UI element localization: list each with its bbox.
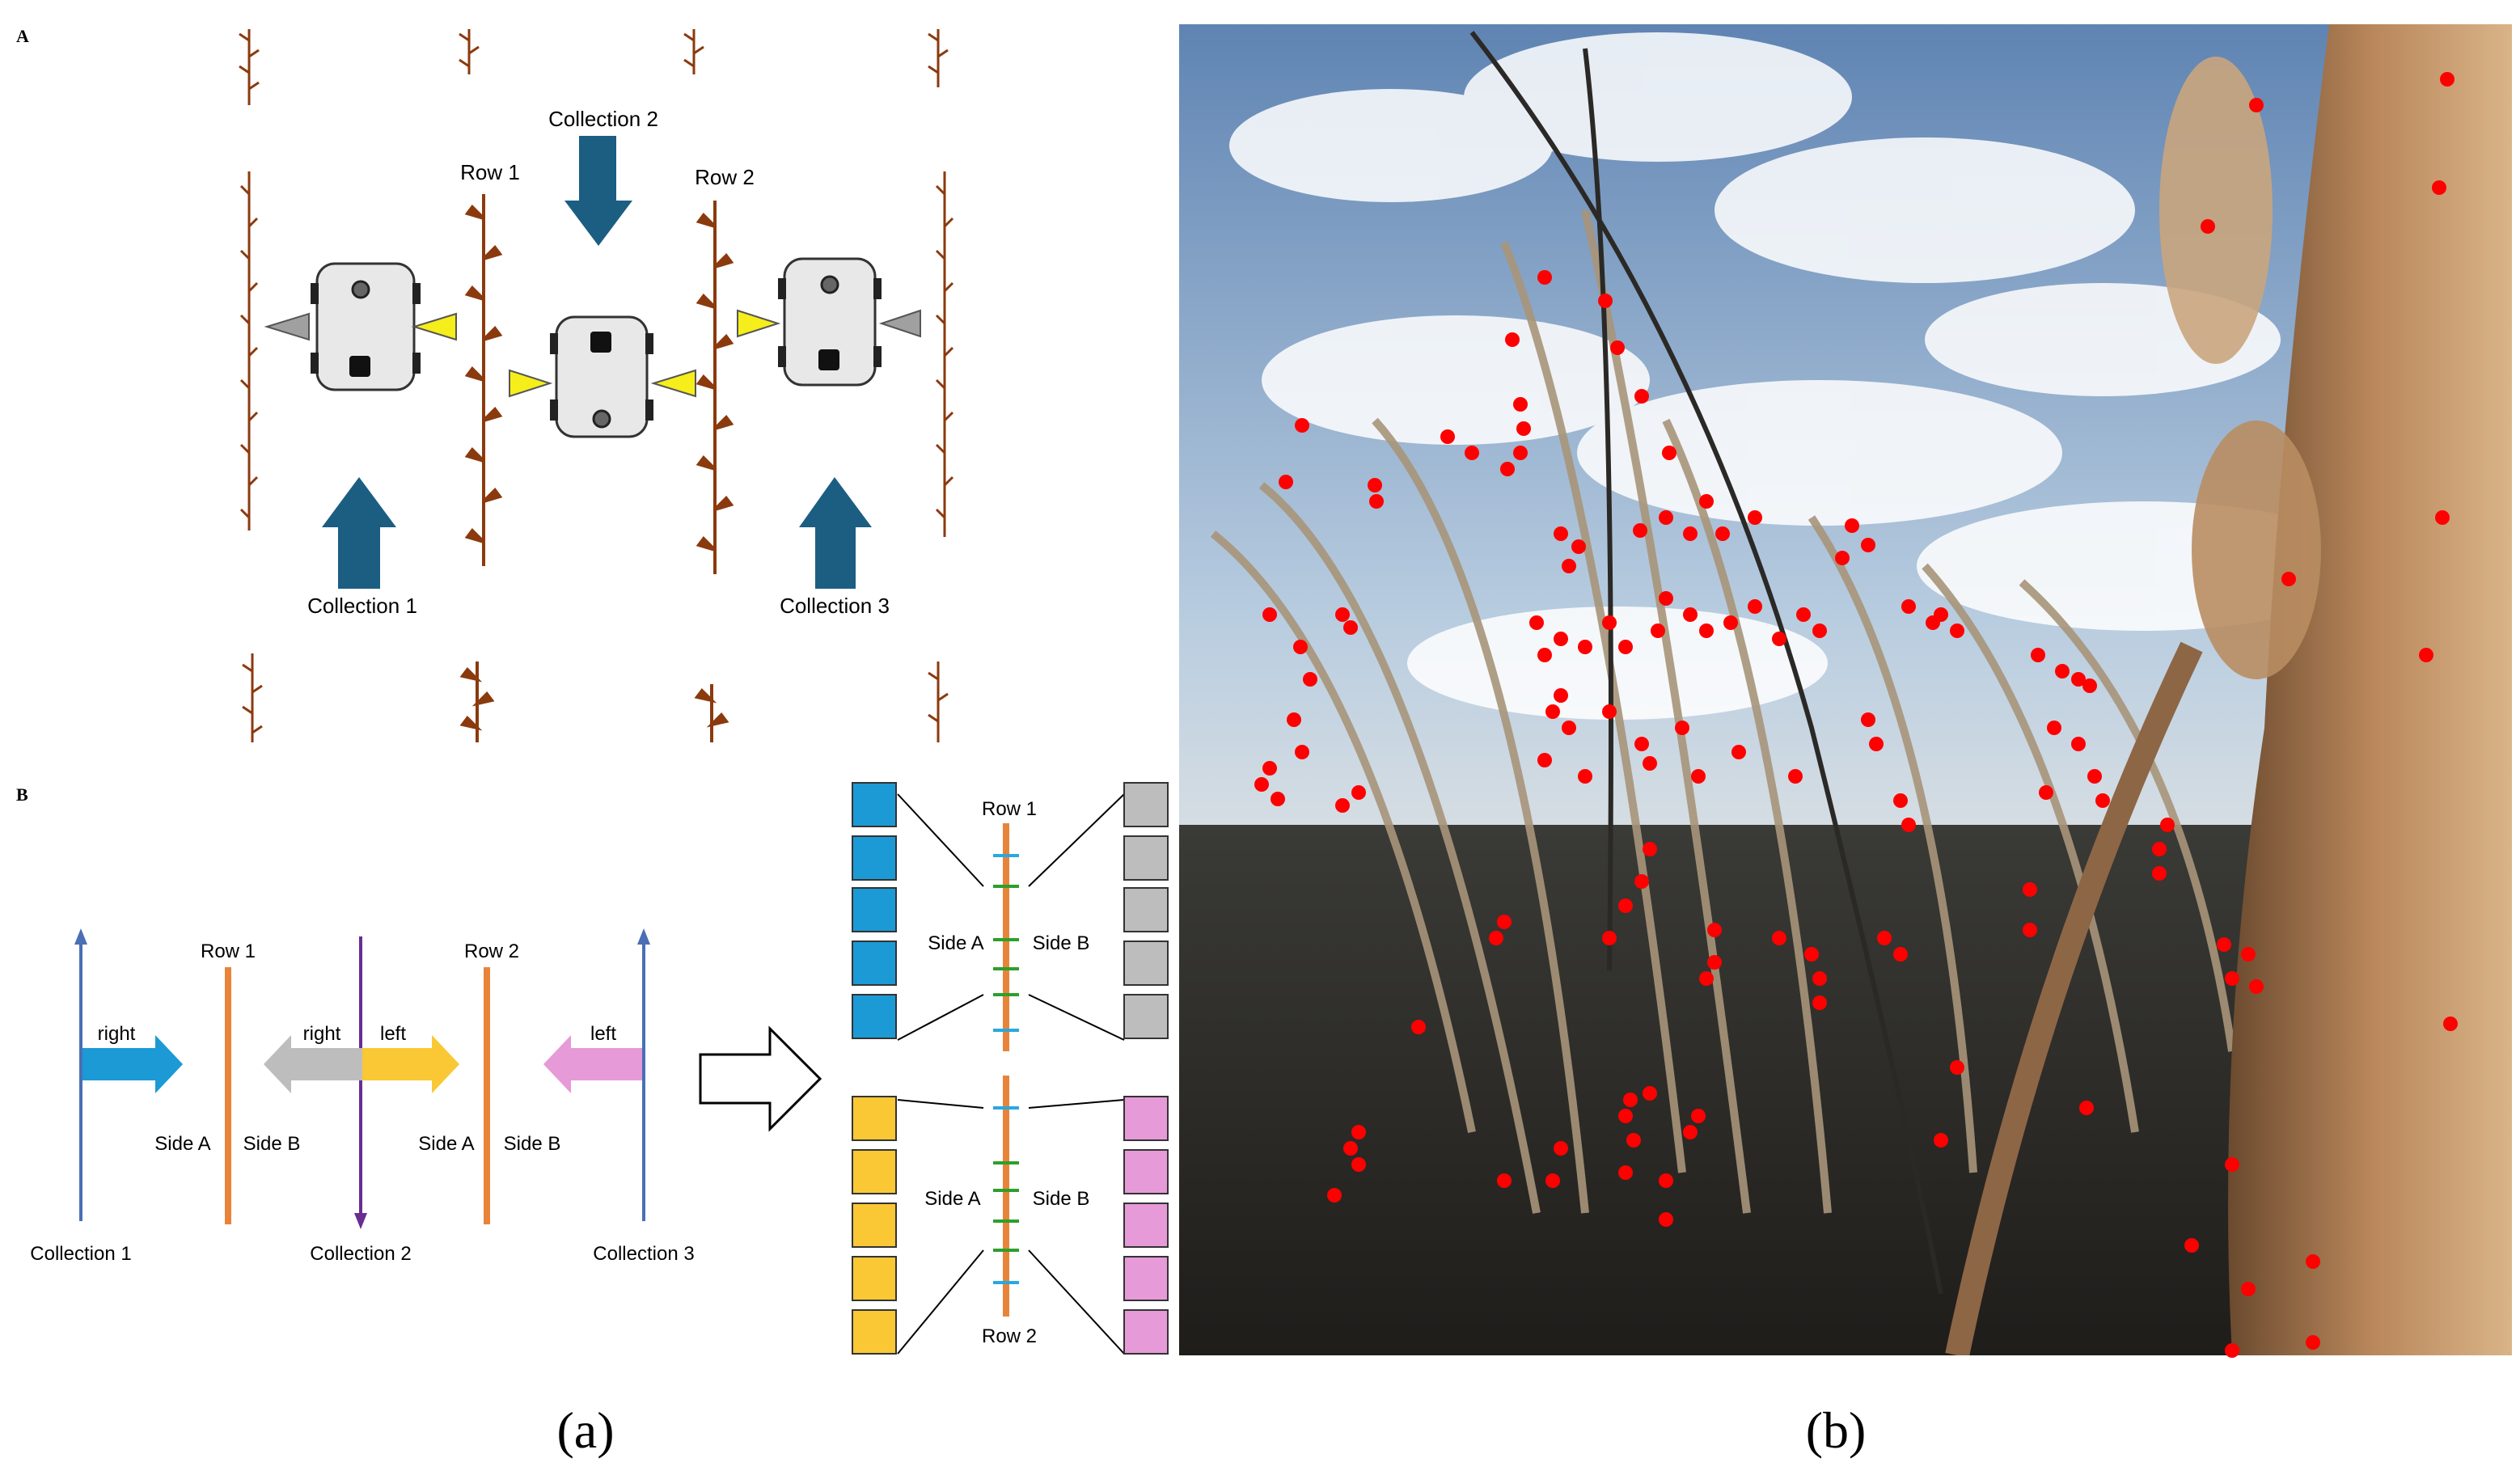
plant-short-top-3 xyxy=(683,29,704,74)
collection-2-line xyxy=(354,936,367,1229)
collection-2-arrow xyxy=(564,136,632,246)
plant-left-edge xyxy=(239,171,259,530)
left-arrow-pink xyxy=(543,1035,642,1093)
output-top xyxy=(852,782,1169,1051)
collection-1-line xyxy=(74,928,87,1221)
left-arrow-yellow xyxy=(362,1035,459,1093)
side-a-label-1: Side A xyxy=(154,1133,210,1155)
out-side-a-bottom: Side A xyxy=(924,1188,980,1210)
left-label-1: left xyxy=(380,1023,406,1045)
out-side-a-top: Side A xyxy=(928,932,983,954)
collection-3-arrow xyxy=(799,477,872,589)
collection-1-label: Collection 1 xyxy=(307,594,417,618)
plant-short-bottom-4 xyxy=(928,662,949,742)
robot-1 xyxy=(264,262,457,391)
row-2-label-b: Row 2 xyxy=(464,941,519,962)
collection-3-label-b: Collection 3 xyxy=(593,1243,694,1265)
plant-short-bottom-3 xyxy=(694,684,729,742)
section-a-letter: A xyxy=(16,26,29,46)
out-row-1-label: Row 1 xyxy=(982,798,1037,820)
side-b-label-1: Side B xyxy=(243,1133,301,1155)
plant-row-2 xyxy=(696,201,734,574)
row-2-label: Row 2 xyxy=(695,165,755,189)
side-b-label-2: Side B xyxy=(504,1133,561,1155)
collection-2-label: Collection 2 xyxy=(548,107,658,131)
section-b-letter: B xyxy=(16,784,28,805)
plant-short-top-4 xyxy=(928,29,949,87)
left-label-2: left xyxy=(590,1023,616,1045)
field-photo xyxy=(1179,24,2512,1358)
out-row-2-label: Row 2 xyxy=(982,1325,1037,1347)
collection-1-arrow xyxy=(322,477,396,589)
plant-row-1 xyxy=(464,194,503,566)
output-bottom xyxy=(852,1076,1169,1355)
collection-1-label-b: Collection 1 xyxy=(30,1243,131,1265)
right-label-2: right xyxy=(303,1023,341,1045)
robot-2 xyxy=(509,315,696,438)
collection-3-label: Collection 3 xyxy=(780,594,890,618)
pod-detections xyxy=(1254,72,2458,1358)
out-side-b-bottom: Side B xyxy=(1033,1188,1090,1210)
caption-a: (a) xyxy=(556,1401,614,1459)
right-label-1: right xyxy=(98,1023,136,1045)
collection-2-label-b: Collection 2 xyxy=(310,1243,411,1265)
right-arrow-blue xyxy=(82,1035,183,1093)
collection-3-line xyxy=(637,928,650,1221)
plant-short-top-2 xyxy=(459,29,480,74)
side-a-label-2: Side A xyxy=(418,1133,474,1155)
row-1-label-b: Row 1 xyxy=(201,941,256,962)
plant-short-top-1 xyxy=(239,29,260,105)
caption-b: (b) xyxy=(1806,1401,1867,1459)
out-side-b-top: Side B xyxy=(1033,932,1090,954)
row-1-label: Row 1 xyxy=(460,160,520,184)
robot-3 xyxy=(737,257,921,387)
plant-right-edge xyxy=(935,171,954,537)
transform-arrow xyxy=(699,1025,822,1132)
right-arrow-gray xyxy=(264,1035,362,1093)
plant-short-bottom-1 xyxy=(242,653,263,742)
plant-short-bottom-2 xyxy=(459,662,495,742)
